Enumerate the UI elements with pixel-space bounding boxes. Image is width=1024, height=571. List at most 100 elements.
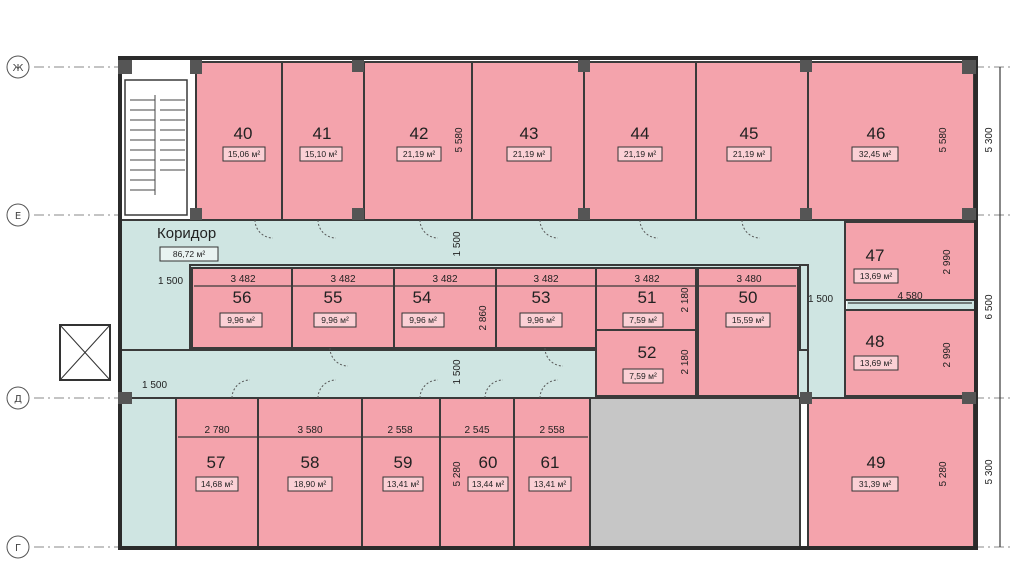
dimension-lines	[178, 67, 1001, 547]
outer-wall	[118, 56, 978, 550]
room-48[interactable]: 48 13,69 м²	[844, 309, 976, 397]
dim-3482-e: 3 482	[634, 274, 659, 285]
room-59[interactable]: 59 13,41 м²	[361, 397, 441, 549]
dim-1500-c: 1 500	[158, 276, 183, 287]
room-46[interactable]: 46 32,45 м²	[807, 61, 975, 221]
axis-label-zh: Ж	[13, 63, 24, 74]
axis-marker-g: Г	[6, 535, 30, 559]
room-area: 7,59 м²	[629, 315, 657, 325]
room-number: 50	[739, 288, 758, 307]
room-number: 41	[313, 124, 332, 143]
dim-2180-a: 2 180	[680, 287, 691, 312]
room-area: 13,41 м²	[387, 479, 419, 489]
room-44[interactable]: 44 21,19 м²	[583, 61, 697, 221]
elevator-shaft	[59, 324, 111, 381]
room-number: 56	[233, 288, 252, 307]
room-number: 52	[638, 343, 657, 362]
room-57[interactable]: 57 14,68 м²	[175, 397, 259, 549]
light-well	[589, 397, 801, 549]
room-area: 13,69 м²	[860, 358, 892, 368]
room-49[interactable]: 49 31,39 м²	[807, 397, 975, 549]
dim-2780: 2 780	[204, 425, 229, 436]
dim-5280-a: 5 280	[452, 461, 463, 486]
room-area: 9,96 м²	[321, 315, 349, 325]
room-61[interactable]: 61 13,41 м²	[513, 397, 591, 549]
dim-5580-b: 5 580	[938, 127, 949, 152]
columns	[118, 60, 976, 404]
dim-5300-b: 5 300	[984, 459, 995, 484]
room-47[interactable]: 47 13,69 м²	[844, 221, 976, 301]
dim-1500-b: 1 500	[452, 359, 463, 384]
room-area: 31,39 м²	[859, 479, 891, 489]
room-number: 58	[301, 453, 320, 472]
room-area: 9,96 м²	[527, 315, 555, 325]
room-41[interactable]: 41 15,10 м²	[281, 61, 365, 221]
stairwell	[124, 79, 188, 216]
dim-3482-a: 3 482	[230, 274, 255, 285]
corridor-branch	[847, 300, 975, 310]
room-area: 13,44 м²	[472, 479, 504, 489]
axis-marker-e: Е	[6, 203, 30, 227]
dim-3482-d: 3 482	[533, 274, 558, 285]
dim-3480: 3 480	[736, 274, 761, 285]
room-number: 47	[866, 246, 885, 265]
room-number: 42	[410, 124, 429, 143]
room-area: 13,41 м²	[534, 479, 566, 489]
dim-3482-b: 3 482	[330, 274, 355, 285]
room-area: 15,10 м²	[305, 149, 337, 159]
room-number: 53	[532, 288, 551, 307]
room-number: 44	[631, 124, 650, 143]
room-area: 9,96 м²	[409, 315, 437, 325]
room-42[interactable]: 42 21,19 м²	[363, 61, 473, 221]
dim-5300-a: 5 300	[984, 127, 995, 152]
lobby-strip	[119, 397, 177, 549]
axis-marker-d: Д	[6, 386, 30, 410]
room-55[interactable]: 55 9,96 м²	[291, 267, 395, 349]
room-number: 55	[324, 288, 343, 307]
dim-1500-d: 1 500	[142, 380, 167, 391]
room-number: 61	[541, 453, 560, 472]
room-56[interactable]: 56 9,96 м²	[191, 267, 293, 349]
dim-2558-b: 2 558	[539, 425, 564, 436]
axis-label-g: Г	[15, 543, 21, 554]
dim-2990-a: 2 990	[942, 249, 953, 274]
room-54[interactable]: 54 9,96 м²	[393, 267, 497, 349]
room-58[interactable]: 58 18,90 м²	[257, 397, 363, 549]
room-52[interactable]: 52 7,59 м²	[595, 329, 697, 397]
dim-1500-e: 1 500	[808, 294, 833, 305]
door-swings	[231, 219, 761, 399]
dim-3580: 3 580	[297, 425, 322, 436]
room-45[interactable]: 45 21,19 м²	[695, 61, 809, 221]
axis-marker-zh: Ж	[6, 55, 30, 79]
room-number: 43	[520, 124, 539, 143]
room-43[interactable]: 43 21,19 м²	[471, 61, 585, 221]
room-number: 49	[867, 453, 886, 472]
dim-2545: 2 545	[464, 425, 489, 436]
dim-4580: 4 580	[897, 291, 922, 302]
dim-5580-a: 5 580	[454, 127, 465, 152]
room-50[interactable]: 50 15,59 м²	[697, 267, 799, 397]
room-area: 21,19 м²	[513, 149, 545, 159]
room-number: 60	[479, 453, 498, 472]
dim-2180-b: 2 180	[680, 349, 691, 374]
dim-1500-a: 1 500	[452, 231, 463, 256]
room-number: 48	[866, 332, 885, 351]
room-area: 15,59 м²	[732, 315, 764, 325]
corridor-title: Коридор	[157, 225, 216, 242]
corridor-area: 86,72 м²	[173, 249, 205, 259]
axis-markers: Ж Е Д Г	[6, 55, 30, 559]
room-number: 46	[867, 124, 886, 143]
room-number: 51	[638, 288, 657, 307]
room-40[interactable]: 40 15,06 м²	[195, 61, 283, 221]
dim-2990-b: 2 990	[942, 342, 953, 367]
room-area: 13,69 м²	[860, 271, 892, 281]
axis-label-e: Е	[15, 211, 21, 222]
dimension-labels: 5 580 5 580 5 300 6 500 5 300 5 280 5 28…	[142, 127, 995, 486]
room-number: 54	[413, 288, 432, 307]
dim-2860: 2 860	[478, 305, 489, 330]
axis-label-d: Д	[14, 394, 22, 405]
room-area: 32,45 м²	[859, 149, 891, 159]
dim-3482-c: 3 482	[432, 274, 457, 285]
room-area: 21,19 м²	[624, 149, 656, 159]
